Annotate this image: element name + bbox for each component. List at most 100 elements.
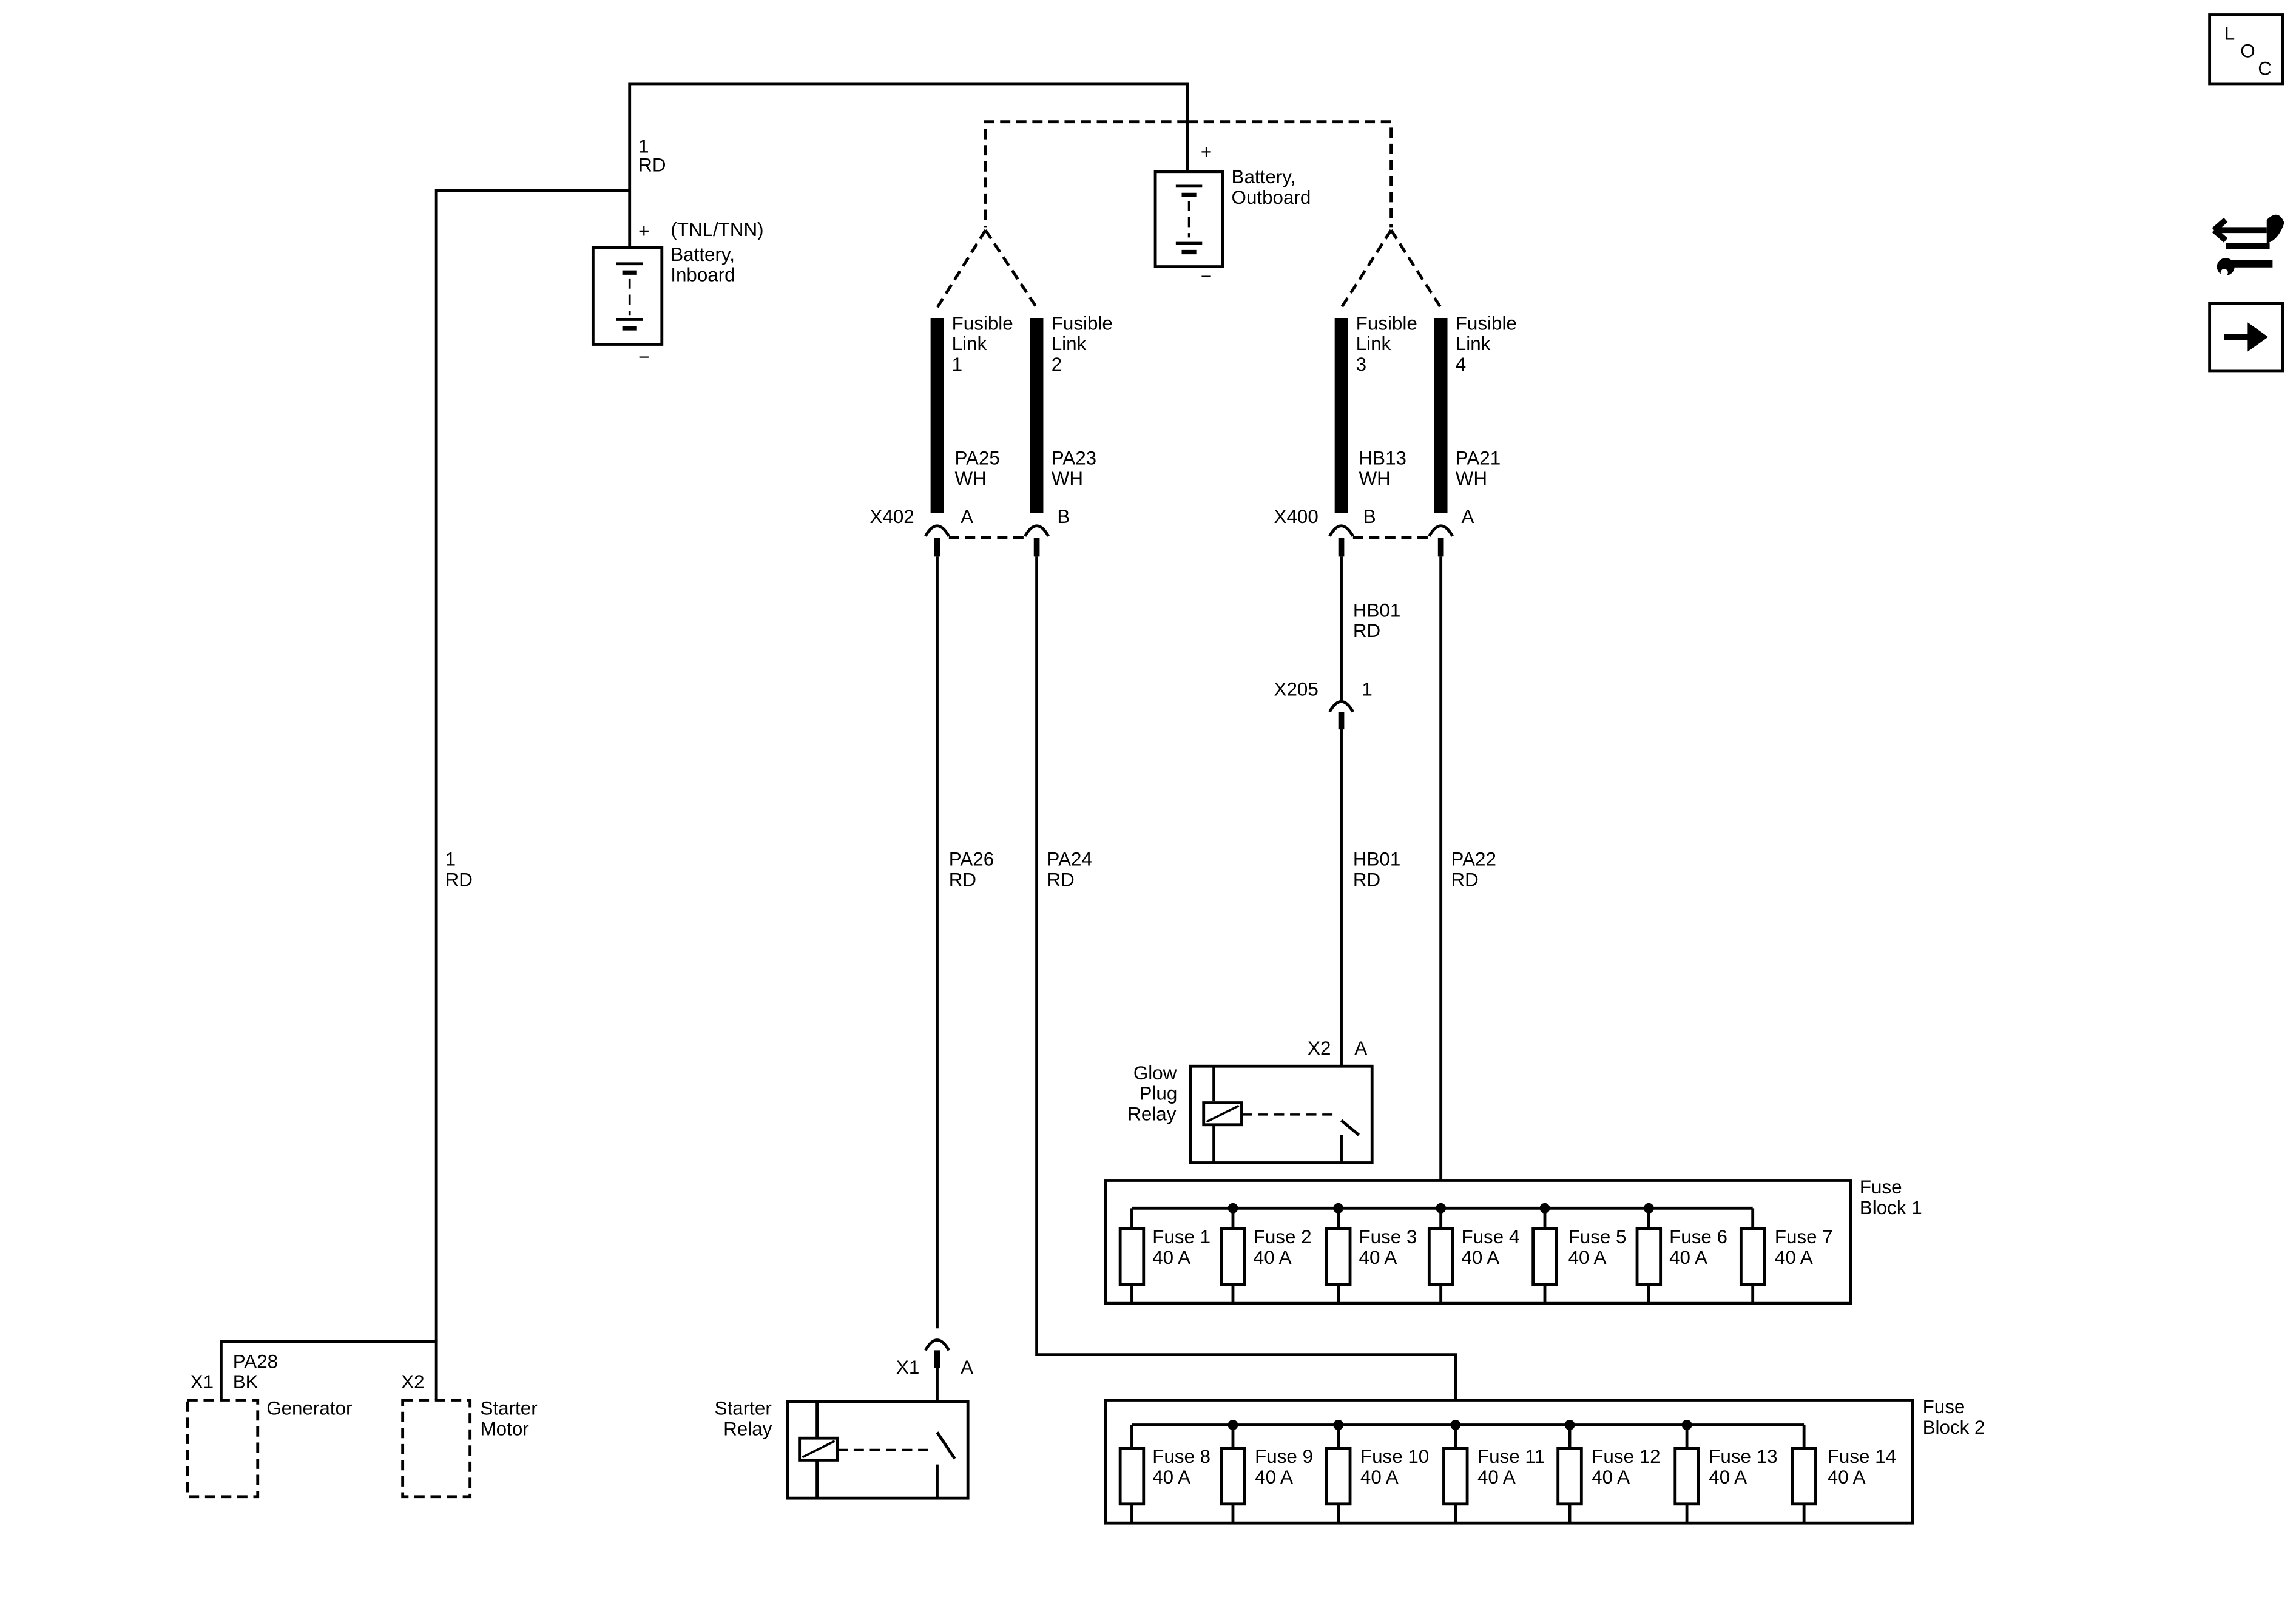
fuse-1: Fuse 1 40 A — [1118, 1208, 1210, 1304]
fuse-block-1-title-1: Fuse — [1860, 1176, 1902, 1198]
starter-motor: X2 Starter Motor — [401, 1371, 538, 1499]
generator: X1 Generator — [186, 1371, 352, 1499]
svg-text:Link: Link — [952, 333, 987, 354]
next-page-button[interactable] — [2208, 302, 2284, 373]
fuse-11: Fuse 11 40 A — [1442, 1420, 1545, 1524]
wire-label-pa25: PA25 — [954, 447, 999, 468]
svg-text:Fuse 4: Fuse 4 — [1461, 1226, 1519, 1247]
battery-inboard: + − (TNL/TNN) Battery, Inboard — [591, 219, 764, 368]
fusible-link-3-label: Fusible Link 3 — [1356, 312, 1417, 375]
generator-label: Generator — [266, 1398, 352, 1419]
svg-text:Fuse 8: Fuse 8 — [1152, 1446, 1210, 1467]
svg-text:Fuse 7: Fuse 7 — [1775, 1226, 1833, 1247]
fuse-9: Fuse 9 40 A — [1220, 1420, 1313, 1524]
svg-text:B: B — [1363, 506, 1376, 527]
svg-text:Fuse 9: Fuse 9 — [1255, 1446, 1313, 1467]
fuse-10: Fuse 10 40 A — [1325, 1420, 1429, 1524]
starter-motor-label-1: Starter — [481, 1398, 538, 1419]
harness-dashed-left — [984, 120, 1188, 228]
svg-text:40 A: 40 A — [1477, 1467, 1516, 1488]
svg-text:40 A: 40 A — [1669, 1247, 1707, 1268]
svg-text:Fusible: Fusible — [1052, 312, 1113, 334]
starter-relay-label-1: Starter — [715, 1398, 772, 1419]
harness-split-left — [936, 229, 1038, 309]
wire-label-wh: WH — [1052, 468, 1083, 489]
wire-label-pa23: PA23 — [1052, 447, 1096, 468]
wire-label-rd: RD — [1047, 869, 1074, 890]
svg-text:Link: Link — [1356, 333, 1391, 354]
svg-text:40 A: 40 A — [1828, 1467, 1866, 1488]
fuse-block-2-title-2: Block 2 — [1923, 1417, 1985, 1438]
svg-text:40 A: 40 A — [1568, 1247, 1607, 1268]
wire-label-pa22: PA22 — [1451, 849, 1496, 870]
fuse-5: Fuse 5 40 A — [1531, 1203, 1627, 1304]
wire-label-pa26: PA26 — [949, 849, 994, 870]
arrow-right-icon — [2224, 322, 2269, 352]
battery-outboard-plus: + — [1201, 141, 1212, 163]
starter-relay: X1 A Starter Relay — [715, 1338, 973, 1500]
svg-text:2: 2 — [1052, 354, 1062, 375]
loc-letter-c: C — [2258, 58, 2272, 79]
starter-relay-connector-x1: X1 — [896, 1357, 919, 1378]
svg-text:Fuse 2: Fuse 2 — [1254, 1226, 1312, 1247]
wire-label-rd: RD — [638, 155, 666, 176]
loc-letter-o: O — [2240, 40, 2255, 61]
svg-text:Fusible: Fusible — [1456, 312, 1517, 334]
starter-motor-label-2: Motor — [481, 1418, 529, 1439]
wire-label-hb13: HB13 — [1359, 447, 1406, 468]
svg-text:40 A: 40 A — [1255, 1467, 1293, 1488]
loc-button[interactable]: L O C — [2208, 13, 2284, 86]
fuse-2: Fuse 2 40 A — [1220, 1203, 1312, 1304]
svg-text:Fuse 11: Fuse 11 — [1477, 1446, 1545, 1467]
svg-text:Fuse 5: Fuse 5 — [1568, 1226, 1627, 1247]
svg-text:40 A: 40 A — [1360, 1467, 1399, 1488]
svg-text:Fusible: Fusible — [952, 312, 1013, 334]
svg-text:Fuse 1: Fuse 1 — [1152, 1226, 1210, 1247]
fuse-block-1: Fuse Block 1 Fuse 1 40 A Fuse 2 40 A Fus… — [1104, 1176, 1922, 1305]
glow-plug-relay-label-3: Relay — [1127, 1104, 1176, 1125]
glow-plug-relay-label-2: Plug — [1140, 1083, 1178, 1104]
wire-1-rd-starter-feed — [434, 189, 630, 1342]
fusible-link-4-label: Fusible Link 4 — [1456, 312, 1517, 375]
battery-outboard: + − Battery, Outboard — [1153, 141, 1311, 287]
wire-label-hb01: HB01 — [1353, 599, 1400, 621]
svg-text:Fuse 14: Fuse 14 — [1828, 1446, 1896, 1467]
harness-dashed-right — [1187, 120, 1393, 228]
battery-inboard-plus: + — [638, 220, 649, 241]
wire-pa24-rd — [1035, 556, 1457, 1425]
wire-label-pa24: PA24 — [1047, 849, 1092, 870]
wire-1-rd-battery-link — [628, 82, 1189, 242]
svg-text:40 A: 40 A — [1709, 1467, 1747, 1488]
fuse-3: Fuse 3 40 A — [1325, 1203, 1417, 1304]
starter-relay-label-2: Relay — [723, 1418, 772, 1439]
svg-text:Fuse 6: Fuse 6 — [1669, 1226, 1727, 1247]
wire-label-hb01: HB01 — [1353, 849, 1400, 870]
wire-label-1: 1 — [445, 849, 456, 870]
loc-button-frame[interactable] — [2208, 13, 2284, 86]
starter-relay-pin-a: A — [961, 1357, 973, 1378]
connector-tools-icon[interactable] — [2212, 214, 2284, 277]
glow-relay-connector-x2: X2 — [1308, 1038, 1331, 1059]
battery-inboard-qualifier: (TNL/TNN) — [670, 219, 763, 240]
starter-motor-connector-x2: X2 — [401, 1371, 424, 1393]
connector-x402: X402 A B — [869, 506, 1070, 557]
wire-label-rd: RD — [1353, 620, 1380, 641]
battery-outboard-minus: − — [1201, 266, 1212, 287]
battery-inboard-name-1: Battery, — [670, 244, 735, 265]
wire-label-wh: WH — [1456, 468, 1487, 489]
connector-x400: X400 B A — [1274, 506, 1474, 557]
svg-text:Link: Link — [1456, 333, 1491, 354]
glow-plug-relay-label-1: Glow — [1133, 1062, 1177, 1084]
fusible-link-2-label: Fusible Link 2 — [1052, 312, 1113, 375]
svg-text:X400: X400 — [1274, 506, 1319, 527]
svg-text:3: 3 — [1356, 354, 1366, 375]
fuse-4: Fuse 4 40 A — [1427, 1203, 1519, 1304]
next-page-frame[interactable] — [2208, 302, 2284, 373]
wire-pa28-bk — [219, 1340, 438, 1400]
generator-connector-x1: X1 — [191, 1371, 214, 1393]
wire-label-1: 1 — [638, 135, 649, 157]
svg-text:A: A — [1461, 506, 1474, 527]
svg-text:Fuse 3: Fuse 3 — [1359, 1226, 1417, 1247]
harness-split-right — [1340, 229, 1442, 309]
